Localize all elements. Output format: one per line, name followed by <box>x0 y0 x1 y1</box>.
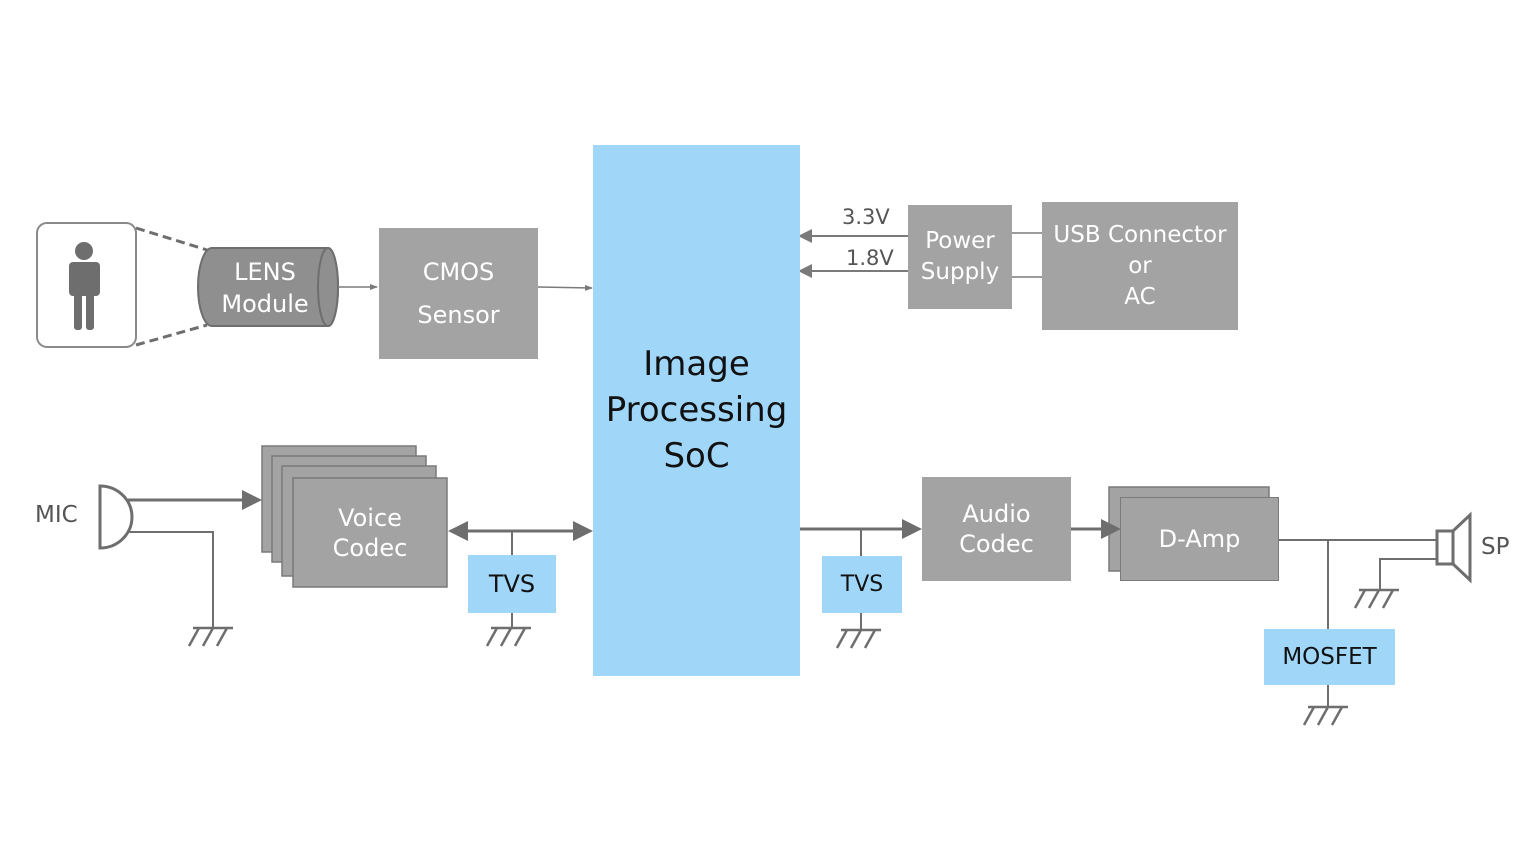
usb-line-2: or <box>1128 252 1152 279</box>
lens-module: LENS Module <box>210 250 320 326</box>
voice-codec-block: Voice Codec <box>293 478 447 587</box>
ground-symbol-speaker <box>1353 588 1399 609</box>
damp-block: D-Amp <box>1120 497 1279 581</box>
soc-block: Image Processing SoC <box>593 145 800 676</box>
mosfet-block: MOSFET <box>1264 629 1395 685</box>
ground-symbol-mic <box>187 626 233 647</box>
sp-label: SP <box>1481 534 1510 560</box>
damp-label: D-Amp <box>1158 525 1241 553</box>
soc-to-audio-arrowhead <box>902 519 922 539</box>
power-supply-line-2: Supply <box>920 259 1000 285</box>
voice-bus-arrowhead-right <box>573 521 593 541</box>
lens-module-line-2: Module <box>221 290 309 318</box>
ground-symbol-mosfet <box>1302 705 1348 726</box>
usb-line-1: USB Connector <box>1053 221 1227 248</box>
view-cone-bottom <box>135 323 208 347</box>
usb-line-3: AC <box>1124 283 1156 310</box>
mic-signal-arrowhead <box>242 490 262 510</box>
cmos-sensor-line-2: Sensor <box>417 300 500 329</box>
audio-to-damp-arrowhead <box>1101 519 1121 539</box>
soc-line-1: Image <box>643 344 750 384</box>
view-cone-top <box>135 226 208 252</box>
person-icon <box>69 242 100 330</box>
speaker-ground-line <box>1379 558 1437 590</box>
mic-label: MIC <box>35 502 78 528</box>
lens-module-line-1: LENS <box>234 258 296 286</box>
voltage-3v3-label: 3.3V <box>842 205 890 229</box>
cmos-sensor-line-1: CMOS <box>422 257 495 286</box>
power-supply-line-1: Power <box>925 228 995 254</box>
voice-codec-line-1: Voice <box>338 503 402 532</box>
audio-codec-block: Audio Codec <box>922 477 1071 581</box>
cmos-sensor-block: CMOS Sensor <box>379 228 538 359</box>
speaker-icon <box>1435 511 1472 584</box>
mic-ground-line <box>128 531 214 628</box>
tvs-right-block: TVS <box>822 556 902 613</box>
mic-icon <box>98 484 134 550</box>
power-supply-block: Power Supply <box>908 205 1012 309</box>
rail-1v8-arrowhead <box>798 264 812 278</box>
soc-line-2: Processing <box>605 390 788 430</box>
audio-codec-line-1: Audio <box>962 500 1031 528</box>
soc-line-3: SoC <box>663 436 730 476</box>
cmos-to-soc-arrow <box>537 284 593 291</box>
tvs-left-block: TVS <box>468 555 556 613</box>
voice-bus-arrowhead-left <box>448 521 468 541</box>
audio-codec-line-2: Codec <box>959 530 1034 558</box>
voltage-1v8-label: 1.8V <box>846 246 894 270</box>
person-frame <box>36 222 137 348</box>
mosfet-label: MOSFET <box>1282 644 1377 670</box>
voice-codec-layer-4 <box>292 477 448 588</box>
tvs-right-label: TVS <box>840 572 884 597</box>
ground-symbol-tvs-left <box>485 626 531 647</box>
voice-codec-line-2: Codec <box>332 533 408 562</box>
lens-module-shape <box>197 247 339 327</box>
usb-connector-block: USB Connector or AC <box>1042 202 1238 330</box>
ground-symbol-tvs-right <box>835 628 881 649</box>
tvs-left-label: TVS <box>488 570 536 598</box>
rail-3v3-arrowhead <box>798 229 812 243</box>
